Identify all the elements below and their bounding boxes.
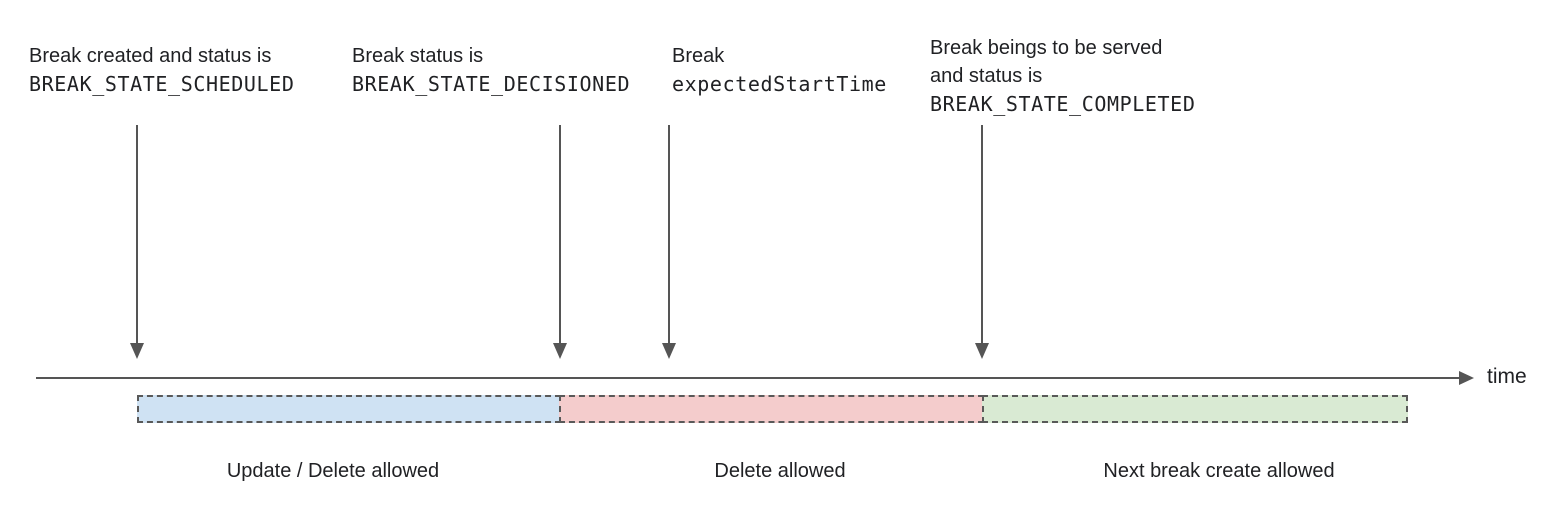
time-axis [36, 377, 1459, 379]
down-arrow-decisioned [553, 125, 567, 359]
segment-label-next-break: Next break create allowed [1103, 460, 1335, 482]
arrow-head-icon [975, 343, 989, 359]
segment-label-delete: Delete allowed [714, 460, 846, 482]
annotation-code: BREAK_STATE_DECISIONED [352, 72, 631, 96]
arrow-head-icon [662, 343, 676, 359]
segment-label-update-delete: Update / Delete allowed [226, 460, 440, 482]
arrow-shaft [668, 125, 670, 344]
annotation-code: BREAK_STATE_SCHEDULED [29, 72, 295, 96]
segment-delete-allowed [559, 395, 984, 423]
segment-next-break-create-allowed [982, 395, 1408, 423]
annotation-text: Break [672, 45, 725, 67]
segment-update-delete-allowed [137, 395, 561, 423]
down-arrow-expected-start [662, 125, 676, 359]
annotation-expected-start-time: Break expectedStartTime [672, 42, 887, 98]
annotation-code: expectedStartTime [672, 72, 887, 96]
arrow-shaft [559, 125, 561, 344]
time-axis-label: time [1487, 365, 1527, 388]
annotation-text: and status is [930, 65, 1043, 87]
down-arrow-scheduled [130, 125, 144, 359]
annotation-text: Break created and status is [29, 45, 272, 67]
annotation-break-completed: Break beings to be served and status is … [930, 34, 1195, 118]
annotation-text: Break beings to be served [930, 37, 1163, 59]
time-axis-arrowhead-icon [1459, 371, 1474, 385]
annotation-break-scheduled: Break created and status is BREAK_STATE_… [29, 42, 294, 98]
annotation-code: BREAK_STATE_COMPLETED [930, 92, 1196, 116]
arrow-head-icon [553, 343, 567, 359]
annotation-text: Break status is [352, 45, 484, 67]
down-arrow-completed [975, 125, 989, 359]
arrow-head-icon [130, 343, 144, 359]
arrow-shaft [136, 125, 138, 344]
annotation-break-decisioned: Break status is BREAK_STATE_DECISIONED [352, 42, 630, 98]
arrow-shaft [981, 125, 983, 344]
